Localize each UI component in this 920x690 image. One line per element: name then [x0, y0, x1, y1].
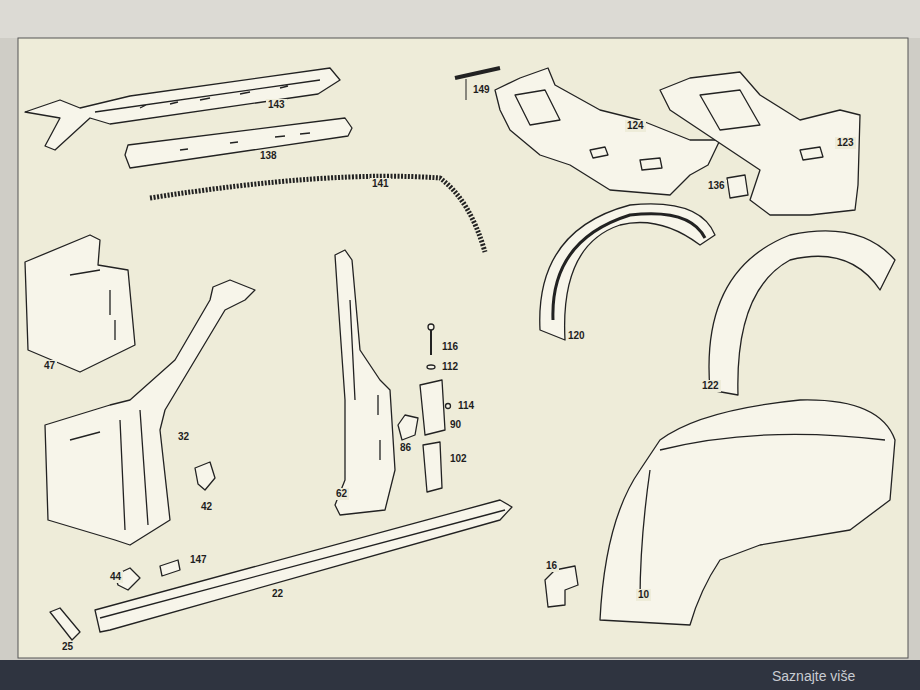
- bolt-part: [430, 330, 432, 355]
- hinge-plate-part: [423, 442, 442, 492]
- callout-number: 143: [266, 99, 287, 111]
- callout-number: 122: [700, 380, 721, 392]
- callout-number: 136: [706, 180, 727, 192]
- bracket-part: [545, 566, 578, 607]
- clip-part: [160, 560, 180, 576]
- bolt-head: [428, 324, 434, 330]
- callout-number: 44: [108, 571, 123, 583]
- callout-number: 32: [176, 431, 191, 443]
- cowl-side-part: [25, 235, 135, 372]
- callout-number: 42: [199, 501, 214, 513]
- wheel-arch-part: [709, 231, 895, 395]
- callout-number: 147: [188, 554, 209, 566]
- roof-trim-part: [150, 176, 485, 252]
- pillar-detail: [350, 300, 380, 460]
- rail-strip-part: [125, 118, 352, 168]
- panel-cutouts: [700, 90, 823, 160]
- screen-bezel: [0, 0, 920, 38]
- callout-number: 112: [440, 361, 460, 373]
- callout-number: 124: [625, 120, 646, 132]
- callout-number: 22: [270, 588, 285, 600]
- pillar-detail: [70, 410, 148, 530]
- callout-number: 116: [440, 341, 460, 353]
- callout-number: 25: [60, 641, 75, 653]
- hinge-plate-part: [420, 380, 445, 435]
- callout-number: 10: [636, 589, 651, 601]
- leader-line: [466, 79, 467, 100]
- callout-number: 102: [448, 453, 469, 465]
- diagram-panel: [18, 38, 908, 658]
- callout-number: 123: [835, 137, 856, 149]
- arch-flange: [553, 214, 705, 320]
- nut-part: [446, 404, 451, 409]
- small-strip-part: [455, 68, 500, 78]
- callout-number: 62: [334, 488, 349, 500]
- rail-detail: [95, 80, 320, 112]
- part-detail: [70, 270, 115, 340]
- sill-part: [95, 500, 512, 632]
- callout-number: 86: [398, 442, 413, 454]
- a-pillar-part: [45, 280, 255, 545]
- bracket-part: [727, 175, 748, 198]
- sill-detail: [100, 510, 505, 618]
- panel-cutouts: [515, 90, 662, 170]
- washer-part: [427, 365, 435, 369]
- bottom-bar: [0, 660, 920, 690]
- callout-number: 47: [42, 360, 57, 372]
- b-pillar-part: [335, 250, 395, 515]
- bracket-part: [195, 462, 215, 490]
- callout-number: 120: [566, 330, 587, 342]
- plug-part: [50, 608, 80, 640]
- callout-number: 114: [456, 400, 476, 412]
- bracket-part: [398, 415, 418, 440]
- callout-number: 90: [448, 419, 463, 431]
- link-text: Saznajte više: [770, 668, 857, 684]
- callout-number: 138: [258, 150, 279, 162]
- wheel-arch-part: [540, 204, 715, 340]
- quarter-panel-part: [600, 400, 895, 625]
- callout-number: 141: [370, 178, 391, 190]
- strip-detail: [180, 133, 310, 150]
- panel-crease: [640, 434, 885, 600]
- callout-number: 16: [544, 560, 559, 572]
- inner-panel-part: [660, 72, 860, 215]
- callout-number: 149: [471, 84, 492, 96]
